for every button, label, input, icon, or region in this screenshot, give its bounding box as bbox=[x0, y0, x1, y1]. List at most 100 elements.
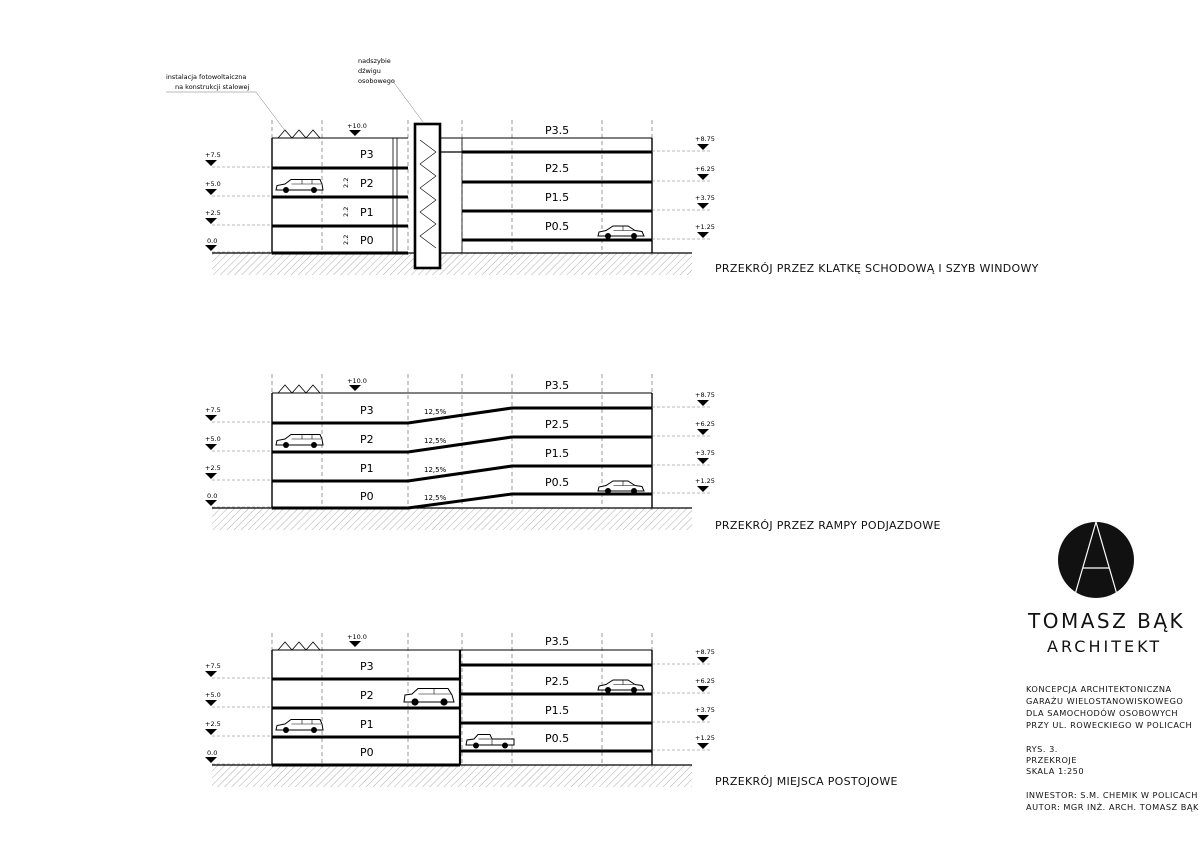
section-title: PRZEKRÓJ PRZEZ RAMPY PODJAZDOWE bbox=[715, 519, 941, 532]
annotation-lift: dźwigu bbox=[358, 67, 381, 75]
lift-shaft bbox=[413, 122, 442, 270]
elevation-label: 0.0 bbox=[207, 749, 217, 757]
section-parking: +7.5 +5.0 +2.5 0.0 +8.75 +6.25 +3.75 +1.… bbox=[205, 633, 898, 788]
elevation-label: 0.0 bbox=[207, 492, 217, 500]
level-label: P1.5 bbox=[545, 704, 569, 717]
car-wagon bbox=[275, 719, 324, 734]
annotation-lift: osobowego bbox=[358, 77, 395, 85]
elevation-label: +3.75 bbox=[695, 194, 715, 202]
section-title: PRZEKRÓJ PRZEZ KLATKĘ SCHODOWĄ I SZYB WI… bbox=[715, 262, 1039, 275]
elevation-label: +5.0 bbox=[205, 180, 221, 188]
level-label: P0.5 bbox=[545, 732, 569, 745]
elevation-label: +3.75 bbox=[695, 706, 715, 714]
level-label: P3.5 bbox=[545, 124, 569, 137]
pv-panels bbox=[277, 641, 321, 651]
level-label: P2.5 bbox=[545, 675, 569, 688]
pv-panels bbox=[277, 129, 321, 139]
section-ramps: +7.5 +5.0 +2.5 0.0 +8.75 +6.25 +3.75 +1.… bbox=[205, 374, 941, 532]
project-line: DLA SAMOCHODÓW OSOBOWYCH bbox=[1026, 707, 1178, 718]
project-line: PRZY UL. ROWECKIEGO W POLICACH bbox=[1026, 720, 1192, 730]
axis-grid bbox=[271, 633, 653, 767]
elevation-label: +10.0 bbox=[347, 633, 367, 641]
logo bbox=[1058, 521, 1134, 599]
elevation-label: +6.25 bbox=[695, 165, 715, 173]
level-label: P1 bbox=[360, 718, 374, 731]
elevation-label: +8.75 bbox=[695, 391, 715, 399]
car-wagon bbox=[275, 179, 324, 194]
level-label: P1 bbox=[360, 206, 374, 219]
elevation-label: +2.5 bbox=[205, 209, 221, 217]
level-label: P0 bbox=[360, 490, 374, 503]
elevation-label: +1.25 bbox=[695, 477, 715, 485]
sheet-line: RYS. 3. bbox=[1026, 744, 1058, 754]
level-label: P0.5 bbox=[545, 220, 569, 233]
section-stair: +7.5 +5.0 +2.5 0.0 +8.75 +6.25 +3.75 +1.… bbox=[166, 57, 1039, 275]
level-label: P2 bbox=[360, 689, 374, 702]
level-label: P1.5 bbox=[545, 447, 569, 460]
car-sedan bbox=[597, 225, 645, 240]
car-sedan bbox=[597, 679, 645, 694]
elevation-label: +1.25 bbox=[695, 734, 715, 742]
annotation-lift: nadszybie bbox=[358, 57, 391, 65]
title-block: KONCEPCJA ARCHITEKTONICZNA GARAŻU WIELOS… bbox=[1026, 684, 1199, 812]
elevation-label: 0.0 bbox=[207, 237, 217, 245]
ramp-slope: 12,5% bbox=[424, 494, 447, 502]
level-label: P0.5 bbox=[545, 476, 569, 489]
level-label: P3 bbox=[360, 404, 374, 417]
level-label: P2 bbox=[360, 433, 374, 446]
car-wagon bbox=[275, 434, 324, 449]
slabs-parking bbox=[271, 649, 653, 767]
level-label: P2.5 bbox=[545, 418, 569, 431]
project-line: KONCEPCJA ARCHITEKTONICZNA bbox=[1026, 684, 1172, 694]
level-label: P3.5 bbox=[545, 635, 569, 648]
axis-grid bbox=[271, 374, 653, 510]
clear-height: 2.2 bbox=[342, 235, 350, 245]
car-pickup bbox=[465, 734, 515, 749]
level-label: P1.5 bbox=[545, 191, 569, 204]
elevation-label: +2.5 bbox=[205, 720, 221, 728]
elevation-label: +8.75 bbox=[695, 135, 715, 143]
sheet-line: SKALA 1:250 bbox=[1026, 766, 1084, 776]
ground-hatch bbox=[212, 253, 692, 275]
left-block bbox=[271, 137, 408, 255]
elevation-label: +2.5 bbox=[205, 464, 221, 472]
brand-role: ARCHITEKT bbox=[1047, 637, 1162, 656]
ramp-slope: 12,5% bbox=[424, 437, 447, 445]
elevation-label: +3.75 bbox=[695, 449, 715, 457]
level-label: P0 bbox=[360, 746, 374, 759]
elevation-label: +7.5 bbox=[205, 662, 221, 670]
elevation-label: +7.5 bbox=[205, 406, 221, 414]
ramp-slope: 12,5% bbox=[424, 466, 447, 474]
stairs bbox=[419, 139, 437, 249]
section-title: PRZEKRÓJ MIEJSCA POSTOJOWE bbox=[715, 775, 898, 788]
pv-panels bbox=[277, 384, 321, 394]
level-label: P3.5 bbox=[545, 379, 569, 392]
elevation-label: +8.75 bbox=[695, 648, 715, 656]
elevation-markers: +7.5 +5.0 +2.5 0.0 +8.75 +6.25 +3.75 +1.… bbox=[205, 122, 715, 253]
credits-line: INWESTOR: S.M. CHEMIK W POLICACH bbox=[1026, 790, 1198, 800]
elevation-markers: +7.5 +5.0 +2.5 0.0 +8.75 +6.25 +3.75 +1.… bbox=[205, 377, 715, 508]
elevation-label: +1.25 bbox=[695, 223, 715, 231]
ramp-slope: 12,5% bbox=[424, 408, 447, 416]
elevation-markers: +7.5 +5.0 +2.5 0.0 +8.75 +6.25 +3.75 +1.… bbox=[205, 633, 715, 765]
level-label: P3 bbox=[360, 660, 374, 673]
level-label: P1 bbox=[360, 462, 374, 475]
sheet-line: PRZEKROJE bbox=[1026, 755, 1077, 765]
ground-hatch bbox=[212, 508, 692, 530]
elevation-label: +7.5 bbox=[205, 151, 221, 159]
credits-line: AUTOR: MGR INŻ. ARCH. TOMASZ BĄK bbox=[1026, 802, 1199, 812]
slabs-ramps bbox=[271, 392, 653, 510]
annotation-pv: instalacja fotowoltaiczna bbox=[166, 73, 246, 81]
level-label: P2 bbox=[360, 177, 374, 190]
level-label: P3 bbox=[360, 148, 374, 161]
elevation-label: +6.25 bbox=[695, 677, 715, 685]
car-sedan bbox=[597, 480, 645, 495]
ground-hatch bbox=[212, 765, 692, 787]
brand-name: TOMASZ BĄK bbox=[1027, 609, 1185, 633]
elevation-label: +10.0 bbox=[347, 122, 367, 130]
elevation-label: +6.25 bbox=[695, 420, 715, 428]
level-label: P0 bbox=[360, 234, 374, 247]
clear-height: 2.2 bbox=[342, 207, 350, 217]
level-label: P2.5 bbox=[545, 162, 569, 175]
